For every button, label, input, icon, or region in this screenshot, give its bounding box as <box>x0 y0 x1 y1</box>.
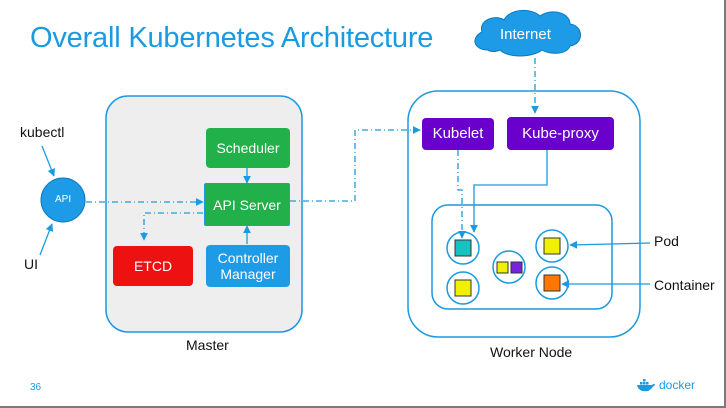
container-square <box>543 237 561 255</box>
docker-whale-icon <box>637 379 655 392</box>
container-square <box>510 261 523 274</box>
pod-annotation-arrow <box>569 240 651 249</box>
slide-number: 36 <box>30 382 42 393</box>
scheduler-box: Scheduler <box>206 128 290 168</box>
docker-logo-text: docker <box>659 378 696 392</box>
apiserver-to-kubelet-arrow <box>290 126 421 202</box>
kubeproxy-to-pod-arrow <box>470 150 548 233</box>
internet-label: Internet <box>500 26 551 43</box>
api-client-label: API <box>55 194 72 205</box>
kube-proxy-box: Kube-proxy <box>507 117 614 150</box>
slide-title: Overall Kubernetes Architecture <box>30 22 434 54</box>
kubelet-to-pod-arrow <box>457 150 466 239</box>
pod-circle <box>492 250 526 284</box>
master-label: Master <box>186 337 229 353</box>
internet-cloud-icon <box>474 10 581 57</box>
container-square <box>454 279 472 297</box>
etcd-box: ETCD <box>113 246 193 286</box>
kubectl-label: kubectl <box>20 124 65 140</box>
worker-node-label: Worker Node <box>490 344 573 360</box>
container-square <box>454 239 472 257</box>
controller-manager-line1: Controller <box>217 250 279 266</box>
ui-to-api-arrow <box>39 223 54 256</box>
kubectl-to-api-arrow <box>41 145 56 177</box>
controller-manager-box: Controller Manager <box>206 245 290 287</box>
controller-manager-line2: Manager <box>220 266 276 282</box>
api-server-box: API Server <box>204 183 290 226</box>
ui-label: UI <box>24 256 38 272</box>
container-square <box>543 274 561 292</box>
api-client-circle <box>40 177 86 223</box>
docker-logo: docker <box>636 378 695 392</box>
container-square <box>496 261 509 274</box>
pod-annotation-label: Pod <box>654 233 679 249</box>
kubelet-box: Kubelet <box>422 118 494 150</box>
container-annotation-label: Container <box>654 277 715 293</box>
